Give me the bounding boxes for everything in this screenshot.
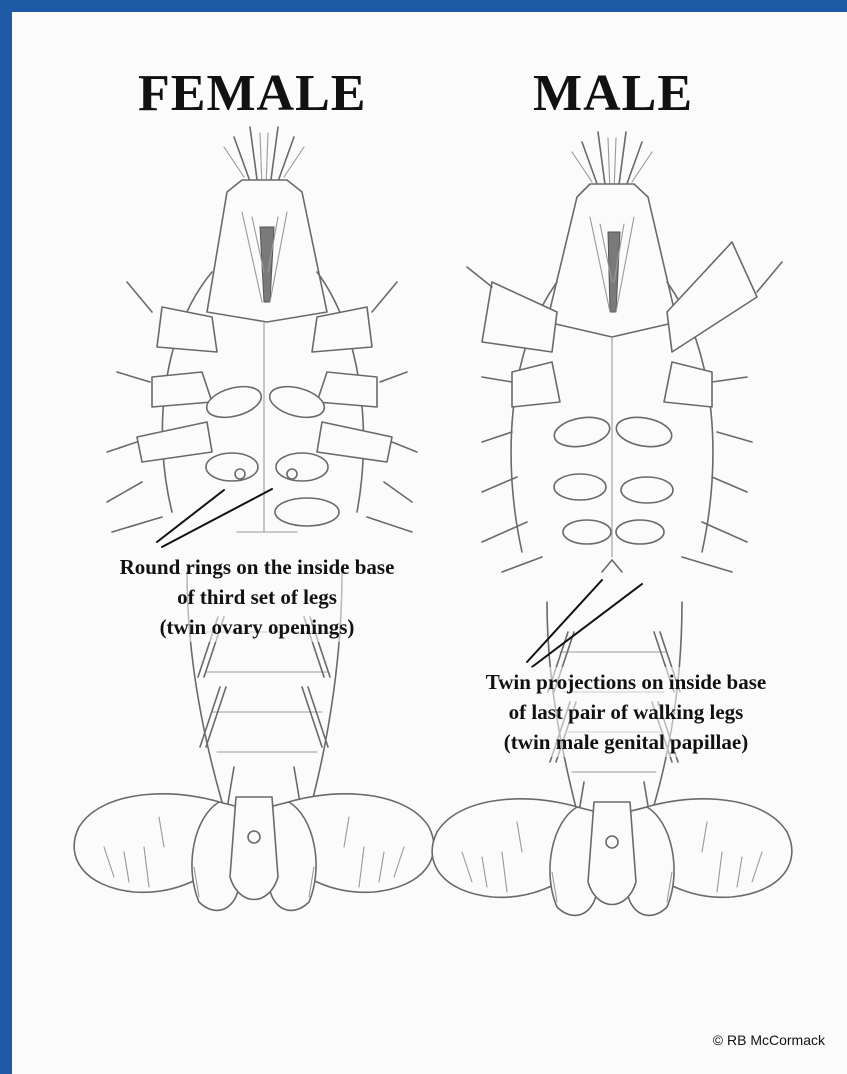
- male-caption: Twin projections on inside base of last …: [406, 667, 846, 757]
- female-caption: Round rings on the inside base of third …: [22, 552, 492, 642]
- male-heading: MALE: [533, 68, 693, 120]
- male-caption-line-1: Twin projections on inside base: [406, 667, 846, 697]
- female-heading: FEMALE: [138, 68, 366, 120]
- copyright-credit: © RB McCormack: [713, 1032, 825, 1048]
- illustration-sheet: FEMALE MALE Round rings on the inside ba…: [12, 12, 847, 1074]
- female-caption-line-1: Round rings on the inside base: [22, 552, 492, 582]
- female-caption-line-2: of third set of legs: [22, 582, 492, 612]
- male-crayfish-drawing: [432, 132, 792, 915]
- male-caption-line-2: of last pair of walking legs: [406, 697, 846, 727]
- female-pointer-line: [157, 489, 272, 547]
- crayfish-drawings: [12, 12, 847, 1074]
- female-caption-line-3: (twin ovary openings): [22, 612, 492, 642]
- female-crayfish-drawing: [74, 127, 434, 910]
- male-caption-line-3: (twin male genital papillae): [406, 727, 846, 757]
- male-pointer-line: [527, 580, 642, 667]
